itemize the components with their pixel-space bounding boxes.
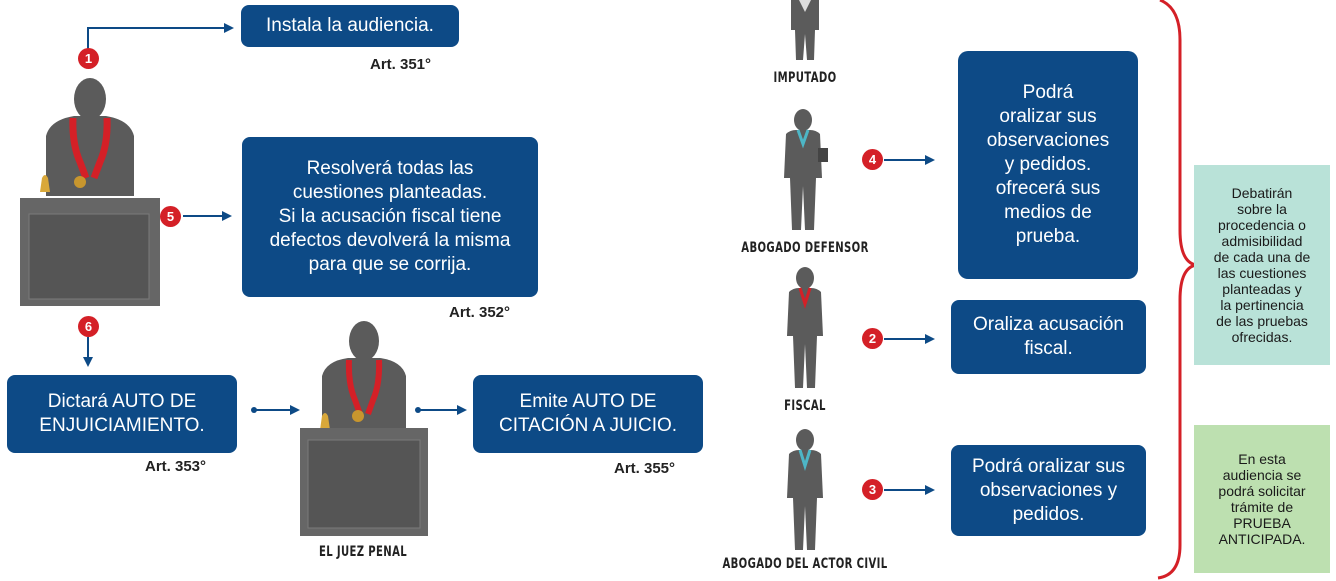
step-4-box: Podrá oralizar sus observaciones y pedid… — [958, 51, 1138, 279]
role-actor-civil-label: ABOGADO DEL ACTOR CIVIL — [722, 556, 888, 572]
actor-civil-figure — [779, 428, 831, 552]
step-5-badge: 5 — [160, 206, 181, 227]
note-prueba-anticipada: En esta audiencia se podrá solicitar trá… — [1194, 425, 1330, 573]
judge-figure-top — [20, 74, 160, 306]
judge-figure-center — [300, 318, 428, 536]
step-1-article: Art. 351° — [370, 56, 432, 73]
step-4-badge: 4 — [862, 149, 883, 170]
arrow-step-1 — [87, 23, 234, 52]
step-5-box: Resolverá todas las cuestiones planteada… — [242, 137, 538, 297]
citation-article: Art. 355° — [614, 460, 676, 477]
fiscal-figure — [779, 266, 831, 390]
brace — [1157, 0, 1197, 580]
role-defensor-label: ABOGADO DEFENSOR — [741, 240, 869, 256]
step-6-badge: 6 — [78, 316, 99, 337]
role-fiscal-label: FISCAL — [784, 398, 826, 414]
step-6-article: Art. 353° — [145, 458, 207, 475]
step-2-box: Oraliza acusación fiscal. — [951, 300, 1146, 374]
imputado-figure — [781, 0, 829, 62]
step-5-article: Art. 352° — [449, 304, 511, 321]
defensor-figure — [772, 108, 834, 232]
step-3-box: Podrá oralizar sus observaciones y pedid… — [951, 445, 1146, 536]
step-1-badge: 1 — [78, 48, 99, 69]
role-imputado-label: IMPUTADO — [773, 70, 837, 86]
role-juez-label: EL JUEZ PENAL — [318, 544, 408, 560]
step-1-box: Instala la audiencia. — [241, 5, 459, 47]
note-debate: Debatirán sobre la procedencia o admisib… — [1194, 165, 1330, 365]
step-3-badge: 3 — [862, 479, 883, 500]
step-6-box: Dictará AUTO DE ENJUICIAMIENTO. — [7, 375, 237, 453]
step-2-badge: 2 — [862, 328, 883, 349]
citation-box: Emite AUTO DE CITACIÓN A JUICIO. — [473, 375, 703, 453]
